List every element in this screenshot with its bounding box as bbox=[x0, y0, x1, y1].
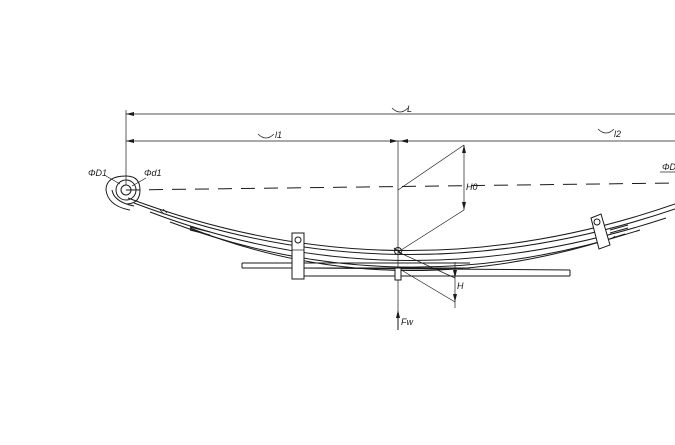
spring-leaves bbox=[127, 197, 675, 271]
label-l1: l1 bbox=[275, 130, 282, 140]
label-L: L bbox=[407, 104, 412, 114]
label-H0: H0 bbox=[466, 182, 478, 192]
left-eye bbox=[105, 175, 141, 211]
eye-centerline bbox=[125, 182, 675, 191]
label-Fw: Fw bbox=[401, 317, 413, 327]
load-arrow: Fw bbox=[396, 310, 413, 330]
right-clamp bbox=[590, 213, 611, 250]
label-l2: l2 bbox=[614, 129, 621, 139]
eye-diameter-labels: ΦD1 Φd1 ΦD bbox=[88, 162, 675, 187]
center-bolt bbox=[393, 247, 403, 281]
dimension-l1-l2: l1 l2 bbox=[126, 128, 675, 143]
label-d1: Φd1 bbox=[144, 168, 162, 178]
dimension-H0: H0 bbox=[397, 144, 478, 253]
dimension-H: H bbox=[397, 251, 464, 308]
dimension-L: L bbox=[125, 104, 675, 185]
label-D-right: ΦD bbox=[662, 162, 675, 172]
bottom-flat-leaves bbox=[241, 262, 571, 277]
label-H: H bbox=[457, 281, 464, 291]
left-clamp bbox=[291, 232, 305, 280]
leaf-tip-marks bbox=[159, 208, 616, 240]
label-D1: ΦD1 bbox=[88, 168, 107, 178]
